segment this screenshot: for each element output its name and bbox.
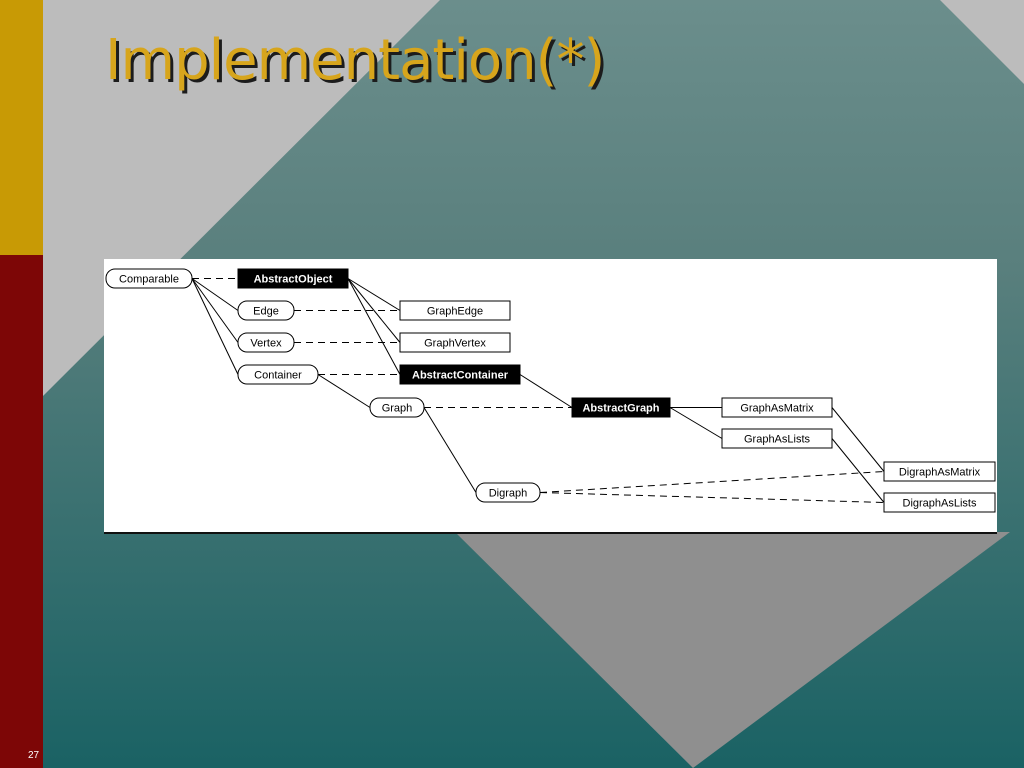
node-digraphaslists: DigraphAsLists xyxy=(883,492,996,513)
edge-abstractobject-to-graphvertex xyxy=(347,278,401,343)
node-abstractgraph-label: AbstractGraph xyxy=(582,403,659,415)
node-digraphasmatrix-shape xyxy=(883,461,996,482)
node-abstractobject-shape xyxy=(237,268,349,289)
edge-comparable-to-vertex xyxy=(191,278,239,343)
node-digraphasmatrix: DigraphAsMatrix xyxy=(883,461,996,482)
edge-abstractobject-to-graphedge xyxy=(347,278,401,311)
node-graphasmatrix-label: GraphAsMatrix xyxy=(740,403,814,415)
node-graphvertex-label: GraphVertex xyxy=(424,338,486,350)
sidebar-red xyxy=(0,255,43,768)
node-vertex-shape xyxy=(237,332,295,353)
node-container-label: Container xyxy=(254,370,302,382)
node-container: Container xyxy=(237,364,319,385)
edge-comparable-to-edge xyxy=(191,278,239,311)
node-graphvertex: GraphVertex xyxy=(399,332,511,353)
node-container-shape xyxy=(237,364,319,385)
node-digraphasmatrix-label: DigraphAsMatrix xyxy=(899,467,981,479)
edge-digraph-to-digraphaslists xyxy=(539,492,885,503)
node-graphasmatrix: GraphAsMatrix xyxy=(721,397,833,418)
edge-graphasmatrix-to-digraphasmatrix xyxy=(831,407,885,472)
node-abstractgraph-shape xyxy=(571,397,671,418)
edge-container-to-graph xyxy=(317,374,371,408)
node-graphasmatrix-shape xyxy=(721,397,833,418)
node-comparable: Comparable xyxy=(105,268,193,289)
node-graphvertex-shape xyxy=(399,332,511,353)
gray-diamond-upper-right xyxy=(940,0,1024,84)
node-comparable-shape xyxy=(105,268,193,289)
node-graph-shape xyxy=(369,397,425,418)
node-digraph: Digraph xyxy=(475,482,541,503)
node-graphedge-label: GraphEdge xyxy=(427,306,483,318)
node-abstractcontainer-label: AbstractContainer xyxy=(412,370,509,382)
sidebar-gold xyxy=(0,0,43,255)
node-digraph-label: Digraph xyxy=(489,488,528,500)
page-title: Implementation(*) xyxy=(105,28,605,93)
node-graphaslists: GraphAsLists xyxy=(721,428,833,449)
node-comparable-label: Comparable xyxy=(119,274,179,286)
edge-abstractobject-to-abstractcontainer xyxy=(347,278,401,375)
node-graphedge-shape xyxy=(399,300,511,321)
node-abstractobject: AbstractObject xyxy=(237,268,349,289)
node-vertex-label: Vertex xyxy=(250,338,282,350)
node-abstractgraph: AbstractGraph xyxy=(571,397,671,418)
node-edge: Edge xyxy=(237,300,295,321)
page-number: 27 xyxy=(28,750,40,761)
node-digraph-shape xyxy=(475,482,541,503)
class-diagram-canvas: Comparable AbstractObjectEdgeVertexContai… xyxy=(105,268,996,513)
diagram-edges xyxy=(191,278,885,503)
edge-comparable-to-container xyxy=(191,278,239,375)
gray-diamond-lower xyxy=(455,532,1010,768)
node-graphaslists-label: GraphAsLists xyxy=(744,434,811,446)
node-abstractcontainer-shape xyxy=(399,364,521,385)
edge-graph-to-digraph xyxy=(423,407,477,493)
node-abstractcontainer: AbstractContainer xyxy=(399,364,521,385)
node-vertex: Vertex xyxy=(237,332,295,353)
node-graphedge: GraphEdge xyxy=(399,300,511,321)
diagram-nodes: Comparable AbstractObjectEdgeVertexContai… xyxy=(105,268,996,513)
edge-abstractgraph-to-graphaslists xyxy=(669,407,723,439)
node-edge-shape xyxy=(237,300,295,321)
node-graph-label: Graph xyxy=(382,403,413,415)
node-graph: Graph xyxy=(369,397,425,418)
node-digraphaslists-shape xyxy=(883,492,996,513)
edge-abstractcontainer-to-abstractgraph xyxy=(519,374,573,408)
node-graphaslists-shape xyxy=(721,428,833,449)
edge-graphaslists-to-digraphaslists xyxy=(831,438,885,503)
edge-digraph-to-digraphasmatrix xyxy=(539,471,885,493)
node-abstractobject-label: AbstractObject xyxy=(254,274,333,286)
node-digraphaslists-label: DigraphAsLists xyxy=(903,498,977,510)
node-edge-label: Edge xyxy=(253,306,279,318)
